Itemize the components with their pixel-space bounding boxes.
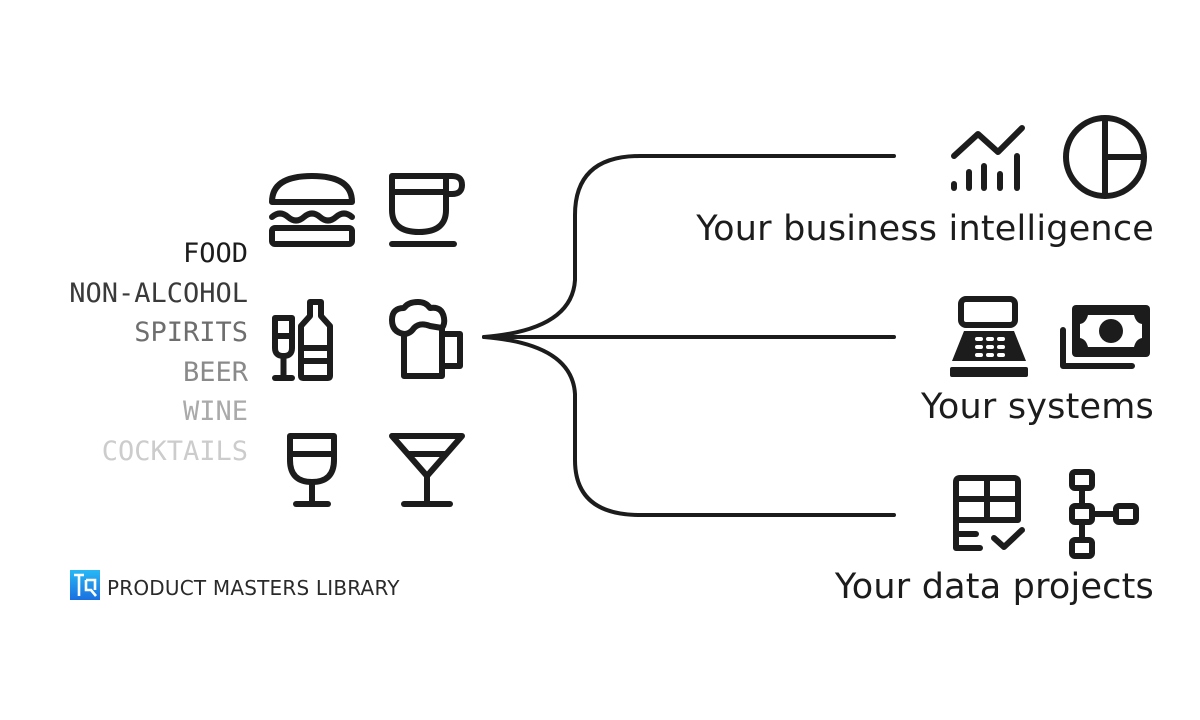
category-beer: BEER [182, 356, 248, 388]
target-label-business-intelligence: Your business intelligence [696, 209, 1154, 249]
category-list: FOOD NON-ALCOHOL SPIRITS BEER WINE COCKT… [69, 234, 248, 471]
brand: PRODUCT MASTERS LIBRARY [70, 570, 400, 605]
coffee-cup-icon [388, 172, 468, 248]
category-spirits: SPIRITS [134, 317, 248, 348]
data-tree-icon [1068, 468, 1140, 560]
trend-chart-icon [950, 122, 1028, 194]
banknotes-icon [1058, 302, 1152, 374]
category-wine: WINE [182, 396, 248, 427]
target-label-data-projects: Your data projects [834, 567, 1154, 607]
brand-logo-icon [70, 570, 100, 605]
wine-glass-icon [284, 432, 340, 508]
burger-icon [268, 172, 356, 248]
pie-chart-icon [1062, 114, 1148, 200]
category-non-alcohol: NON-ALCOHOL [69, 277, 248, 309]
cash-register-icon [946, 295, 1032, 379]
spirits-glass-bottle-icon [270, 298, 354, 382]
target-label-systems: Your systems [920, 387, 1154, 427]
cocktail-glass-icon [388, 432, 468, 508]
beer-mug-icon [388, 299, 468, 382]
checked-table-icon [952, 474, 1028, 554]
category-food: FOOD [182, 238, 248, 269]
category-cocktails: COCKTAILS [101, 435, 248, 467]
brand-name: PRODUCT MASTERS LIBRARY [107, 575, 400, 600]
